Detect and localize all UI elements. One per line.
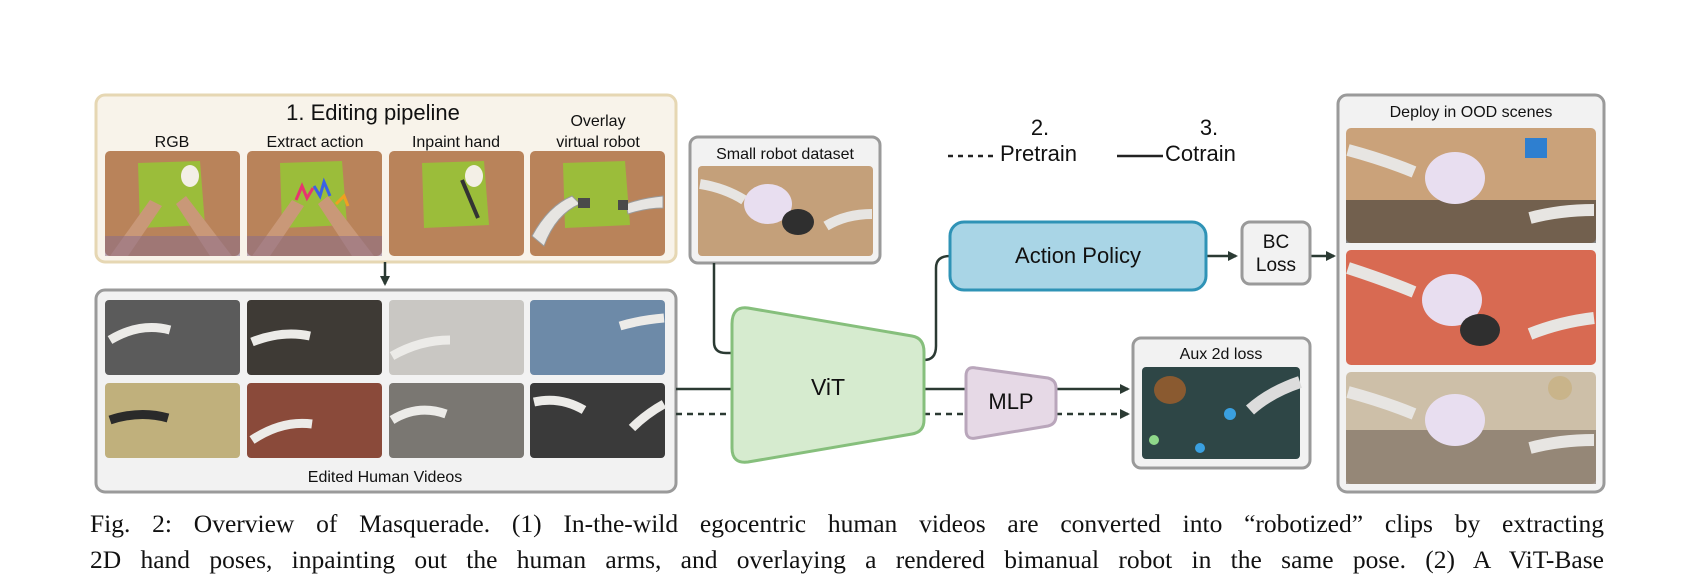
stage-label-overlay: Overlay — [570, 113, 625, 130]
figure-caption: Fig. 2: Overview of Masquerade. (1) In-t… — [90, 506, 1604, 578]
small-robot-dataset-panel: Small robot dataset — [688, 135, 882, 265]
stage-label-extract-action: Extract action — [267, 134, 364, 151]
caption-line-1: Fig. 2: Overview of Masquerade. (1) In-t… — [90, 509, 1604, 538]
vit-to-policy-connector — [923, 254, 951, 362]
bc-loss-line2: Loss — [1256, 255, 1296, 276]
edited-human-videos-panel: Edited Human Videos — [94, 288, 678, 494]
overview-diagram: 1. Editing pipeline RGB Extract action I… — [94, 93, 1606, 494]
deploy-ood-panel: Deploy in OOD scenes — [1336, 93, 1606, 494]
edited-human-videos-label: Edited Human Videos — [308, 469, 462, 486]
training-legend: 2. Pretrain 3. Cotrain — [948, 115, 1236, 166]
editing-pipeline-panel: 1. Editing pipeline RGB Extract action I… — [94, 93, 678, 264]
mlp-head: MLP — [964, 366, 1058, 440]
thumb-inpaint-hand — [389, 151, 524, 256]
stage-label-rgb: RGB — [155, 134, 190, 151]
robot-data-to-vit-connector — [712, 263, 734, 355]
thumb-extract-action — [247, 151, 382, 256]
deploy-scene-2 — [1346, 250, 1596, 365]
thumb-overlay-robot — [530, 151, 665, 256]
editing-pipeline-title: 1. Editing pipeline — [286, 100, 460, 125]
bc-loss-box: BC Loss — [1240, 220, 1312, 286]
legend-pretrain-label: Pretrain — [1000, 141, 1077, 166]
legend-cotrain-label: Cotrain — [1165, 141, 1236, 166]
mlp-label: MLP — [988, 389, 1033, 414]
deploy-scene-1 — [1346, 128, 1596, 243]
stage-label-virtual-robot: virtual robot — [556, 134, 640, 151]
action-policy-label: Action Policy — [1015, 243, 1141, 268]
caption-line-2: 2D hand poses, inpainting out the human … — [90, 545, 1604, 574]
vit-label: ViT — [811, 374, 845, 400]
thumb-rgb — [105, 151, 240, 256]
deploy-ood-label: Deploy in OOD scenes — [1390, 104, 1553, 121]
legend-cotrain-number: 3. — [1200, 115, 1218, 140]
aux-2d-loss-label: Aux 2d loss — [1180, 346, 1263, 363]
deploy-scene-3 — [1346, 372, 1596, 484]
edited-video-grid — [105, 300, 667, 458]
legend-pretrain-number: 2. — [1031, 115, 1049, 140]
vit-encoder: ViT — [730, 306, 926, 464]
stage-label-inpaint-hand: Inpaint hand — [412, 134, 500, 151]
small-robot-dataset-label: Small robot dataset — [716, 146, 854, 163]
action-policy-box: Action Policy — [948, 220, 1208, 292]
aux-2d-loss-panel: Aux 2d loss — [1131, 336, 1312, 470]
bc-loss-line1: BC — [1263, 232, 1289, 253]
